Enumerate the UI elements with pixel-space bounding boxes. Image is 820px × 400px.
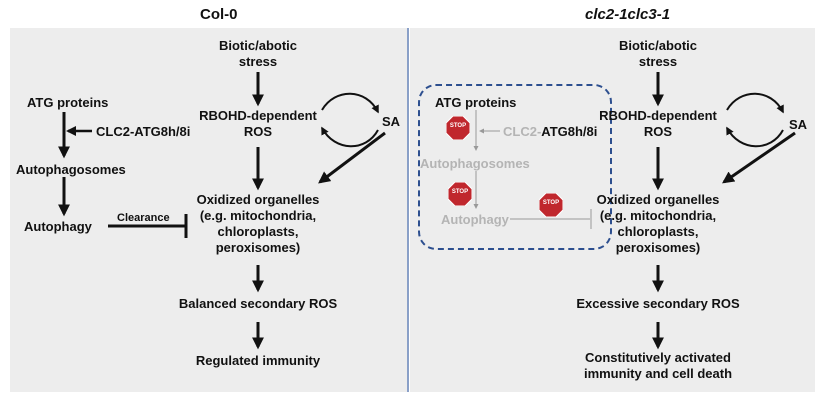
- blocked-autophagy-box: [418, 84, 612, 250]
- stop-sign-icon: STOP: [447, 181, 473, 207]
- clc2-atg8-label-r: CLC2-ATG8h/8i: [503, 124, 598, 139]
- col0-panel: [10, 28, 407, 392]
- panel-divider: [407, 28, 409, 392]
- oxidized-organelles-label: Oxidized organelles(e.g. mitochondria, c…: [196, 192, 320, 255]
- cycle-arrow-bottom: [321, 126, 379, 148]
- clearance-label: Clearance: [117, 212, 170, 224]
- stop-sign-icon: STOP: [445, 115, 471, 141]
- sa-label-r: SA: [789, 117, 808, 132]
- autophagosomes-label-r: Autophagosomes: [420, 156, 530, 171]
- mutant-panel: [410, 28, 815, 392]
- autophagy-label-r: Autophagy: [441, 212, 509, 227]
- cycle-arrow-top: [321, 92, 379, 114]
- autophagosomes-label: Autophagosomes: [16, 162, 126, 177]
- secondary-ros-label: Balanced secondary ROS: [178, 296, 338, 311]
- autophagy-label: Autophagy: [24, 219, 92, 234]
- stop-sign-icon: STOP: [538, 192, 564, 218]
- cycle-arrow-top-r: [726, 92, 784, 114]
- cycle-arrow-bottom-r: [726, 126, 784, 148]
- atg-proteins-label: ATG proteins: [27, 95, 109, 110]
- secondary-ros-label-r: Excessive secondary ROS: [576, 296, 740, 311]
- immunity-label: Regulated immunity: [195, 353, 321, 368]
- sa-label: SA: [382, 114, 401, 129]
- arrow-sa-to-organelles-r: [722, 131, 796, 184]
- oxidized-organelles-label-r: Oxidized organelles(e.g. mitochondria, c…: [596, 192, 720, 255]
- col0-title: Col-0: [200, 6, 238, 23]
- arrow-sa-to-organelles: [318, 131, 386, 184]
- atg-proteins-label-r: ATG proteins: [435, 95, 517, 110]
- clc2-atg8-label: CLC2-ATG8h/8i: [96, 124, 191, 139]
- mutant-title: clc2-1clc3-1: [585, 6, 671, 23]
